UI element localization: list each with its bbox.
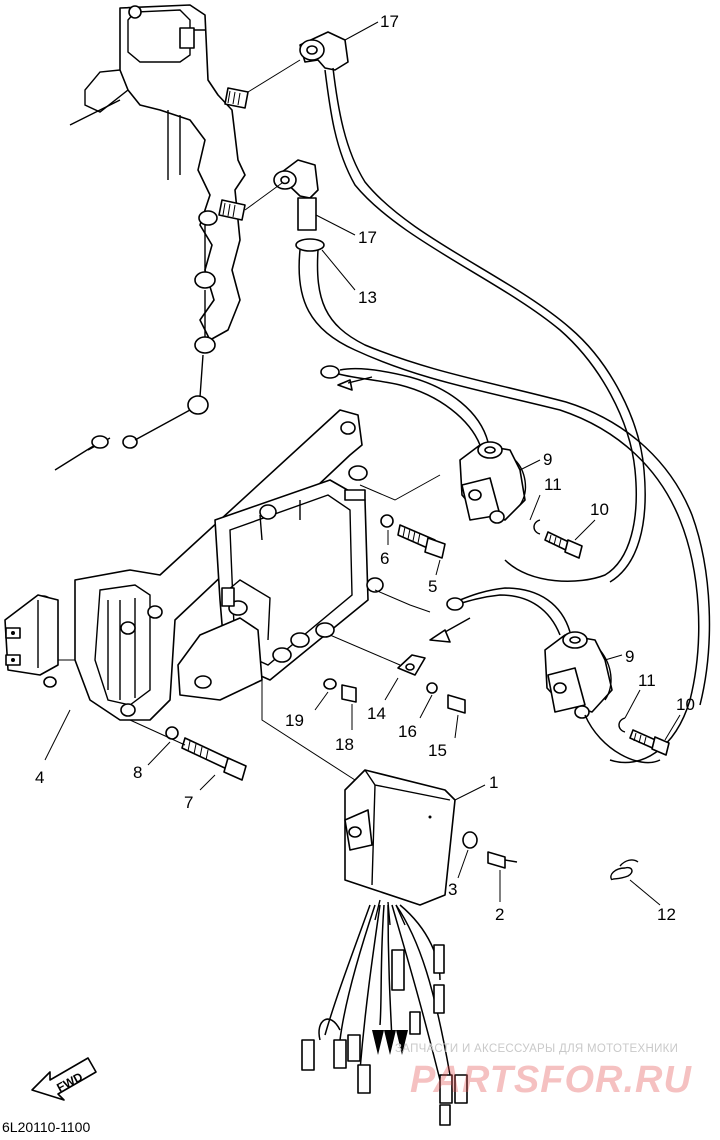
callout-8: 8 (133, 763, 142, 782)
callout-4: 4 (35, 768, 44, 787)
callout-9-lower: 9 (625, 647, 634, 666)
ignition-coil-upper (320, 365, 527, 524)
plug-cap-lower (273, 159, 711, 764)
callout-12: 12 (657, 905, 676, 924)
watermark-logo: PARTSFOR.RU (410, 1059, 692, 1101)
hardware (165, 514, 670, 881)
watermark-tagline: ЗАПЧАСТИ И АКСЕССУАРЫ ДЛЯ МОТОТЕХНИКИ (395, 1043, 678, 1055)
callout-17-lower: 17 (358, 228, 377, 247)
callout-15: 15 (428, 741, 447, 760)
leader-lines (44, 21, 681, 906)
callout-13: 13 (358, 288, 377, 307)
callout-1: 1 (489, 773, 498, 792)
watermark: ЗАПЧАСТИ И АКСЕССУАРЫ ДЛЯ МОТОТЕХНИКИ PA… (395, 1043, 692, 1101)
regulator-unit (177, 465, 384, 701)
callout-10-lower: 10 (676, 695, 695, 714)
callout-2: 2 (495, 905, 504, 924)
callout-labels: 17 17 13 9 11 10 6 5 9 11 10 4 8 7 19 18… (35, 12, 695, 924)
callout-5: 5 (428, 577, 437, 596)
callout-3: 3 (448, 880, 457, 899)
callout-9-upper: 9 (543, 450, 552, 469)
callout-19: 19 (285, 711, 304, 730)
fwd-arrow: FWD (31, 1057, 97, 1101)
cdi-unit (344, 769, 456, 926)
callout-14: 14 (367, 704, 386, 723)
ignition-coil-lower (429, 587, 661, 764)
callout-17-upper: 17 (380, 12, 399, 31)
callout-11-upper: 11 (544, 475, 562, 494)
callout-6: 6 (380, 549, 389, 568)
callout-10-upper: 10 (590, 500, 609, 519)
callout-16: 16 (398, 722, 417, 741)
cdi-harness (301, 904, 468, 1126)
engine-block (54, 4, 249, 471)
diagram-code: 6L20110-1100 (2, 1119, 90, 1135)
callout-11-lower: 11 (638, 671, 656, 690)
callout-18: 18 (335, 735, 354, 754)
callout-7: 7 (184, 793, 193, 812)
plug-cap-upper (299, 31, 646, 583)
